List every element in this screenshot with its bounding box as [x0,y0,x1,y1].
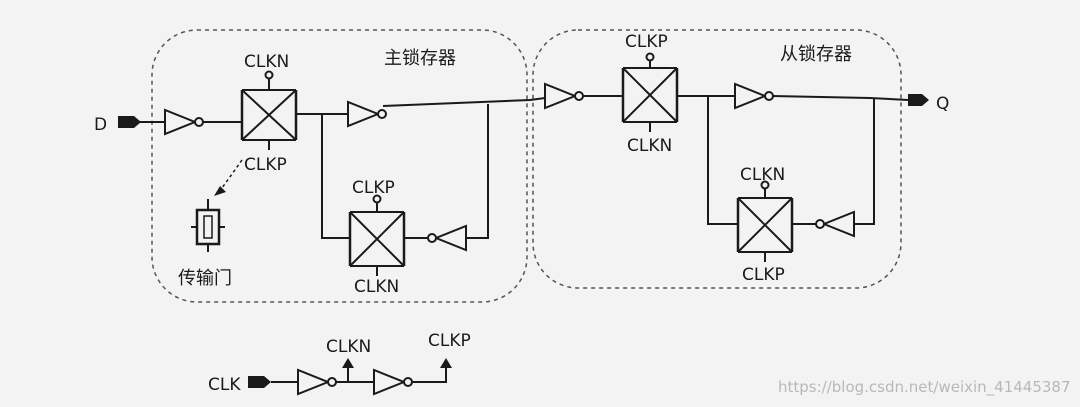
gate-control-label: CLKN [244,52,289,72]
gate-control-label: CLKP [244,155,287,175]
inverter [164,108,204,136]
master-latch-boundary [151,29,528,303]
output-q-terminal: Q [908,94,949,114]
transmission-gate-legend: 传输门 [178,159,243,289]
gate-control-label: CLKN [627,136,672,156]
clkn-output-label: CLKN [326,337,371,357]
input-d-terminal: D [94,115,141,135]
master-feedback-wires [321,104,489,239]
gate-control-label: CLKN [354,277,399,297]
inverter [815,210,855,238]
output-q-label: Q [936,94,949,114]
gate-control-label: CLKN [740,165,785,185]
inverter [734,82,774,110]
input-d-label: D [94,115,107,135]
transmission-gate [240,70,298,150]
main-data-path [140,95,909,123]
inverter [544,82,584,110]
clk-input-label: CLK [208,375,241,395]
clock-generator: CLK CLKN CLKP [208,331,471,396]
gate-control-label: CLKP [625,32,668,52]
transmission-gate [621,52,679,132]
transmission-gate [348,194,406,276]
gate-control-label: CLKP [352,178,395,198]
transmission-gate [736,180,794,262]
inverter [347,100,387,128]
transmission-gate-label: 传输门 [178,268,232,289]
slave-latch-title: 从锁存器 [780,44,852,65]
gate-control-label: CLKP [742,265,785,285]
clkp-output-label: CLKP [428,331,471,351]
slave-feedback-wires [707,96,875,225]
master-latch-title: 主锁存器 [384,48,456,69]
slave-latch-boundary [532,29,902,289]
inverter [427,224,467,252]
watermark-text: https://blog.csdn.net/weixin_41445387 [778,378,1071,397]
